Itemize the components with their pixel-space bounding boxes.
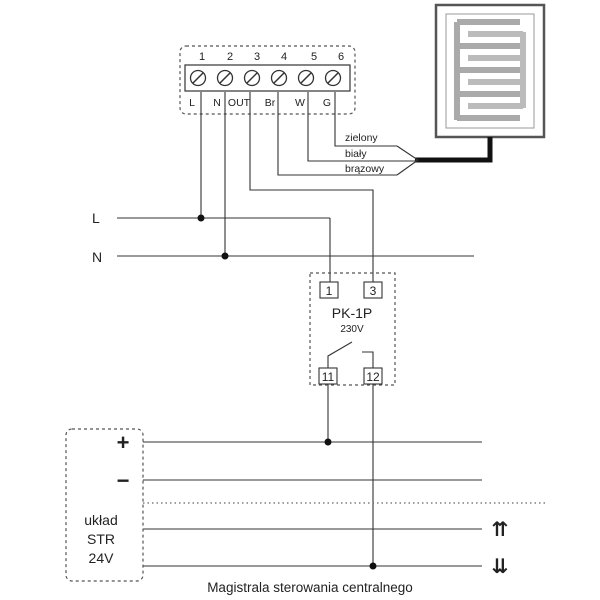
terminal-block: 1 2 3 4 5 6 L N OUT Br W G <box>179 45 356 115</box>
terminal-label-2: N <box>213 97 221 109</box>
terminal-strip <box>184 64 351 92</box>
terminal-number-2: 2 <box>227 51 233 63</box>
terminal-number-5: 5 <box>311 51 317 63</box>
relay-pk1p: 1 3 PK-1P 230V 11 12 <box>309 272 396 386</box>
wire-bundle <box>396 145 419 176</box>
relay-name: PK-1P <box>332 305 372 321</box>
sensor-cable <box>415 137 493 163</box>
terminal-number-3: 3 <box>254 51 260 63</box>
relay-pin-1-box <box>319 281 339 299</box>
wires <box>117 92 482 567</box>
label-green-wire: zielony <box>345 132 378 144</box>
terminal-label-3: OUT <box>228 97 251 109</box>
str-label-line2: STR <box>87 531 115 547</box>
terminal-label-5: W <box>295 97 305 109</box>
label-l-line: L <box>92 210 100 226</box>
bus-caption: Magistrala sterowania centralnego <box>207 580 413 595</box>
str-unit-outline <box>65 428 144 582</box>
label-brown-wire: brązowy <box>345 163 385 175</box>
relay-pin-3-box <box>363 281 383 299</box>
bus-arrows-down-icon: ⇊ <box>492 556 509 578</box>
terminal-label-6: G <box>323 97 331 109</box>
label-n-line: N <box>92 249 102 265</box>
relay-pin-12-label: 12 <box>366 370 380 384</box>
terminal-label-4: Br <box>265 97 276 109</box>
relay-pin-3-label: 3 <box>370 284 377 298</box>
str-label-line1: układ <box>84 512 117 528</box>
relay-voltage: 230V <box>340 324 364 335</box>
bus-arrows-up-icon: ⇈ <box>492 519 509 541</box>
terminal-number-6: 6 <box>338 51 344 63</box>
relay-pin-11-label: 11 <box>322 370 335 384</box>
label-white-wire: biały <box>345 148 367 160</box>
relay-pin-12-box <box>363 367 383 385</box>
junction-n <box>221 252 229 260</box>
wire-brown <box>277 92 397 176</box>
junction-plus <box>324 438 332 446</box>
str-minus-sign: − <box>117 468 130 493</box>
sensor-electrodes <box>454 19 526 121</box>
str-label-line3: 24V <box>89 550 115 566</box>
relay-pin-11-box <box>318 367 338 385</box>
relay-contact-symbol <box>327 341 374 368</box>
str-unit: + − układ STR 24V <box>65 428 144 582</box>
str-plus-sign: + <box>117 430 130 455</box>
wire-white <box>307 92 397 162</box>
terminal-number-1: 1 <box>199 51 205 63</box>
relay-outline <box>309 272 396 386</box>
terminal-label-1: L <box>189 97 195 109</box>
terminal-number-4: 4 <box>281 51 287 63</box>
junction-dots <box>197 214 377 570</box>
relay-pin-1-label: 1 <box>326 284 333 298</box>
wire-green <box>334 92 397 147</box>
junction-l <box>197 214 205 222</box>
wire-terminal-out <box>249 92 374 282</box>
terminal-block-outline <box>179 45 356 115</box>
water-sensor <box>415 3 546 163</box>
junction-bus <box>369 562 377 570</box>
